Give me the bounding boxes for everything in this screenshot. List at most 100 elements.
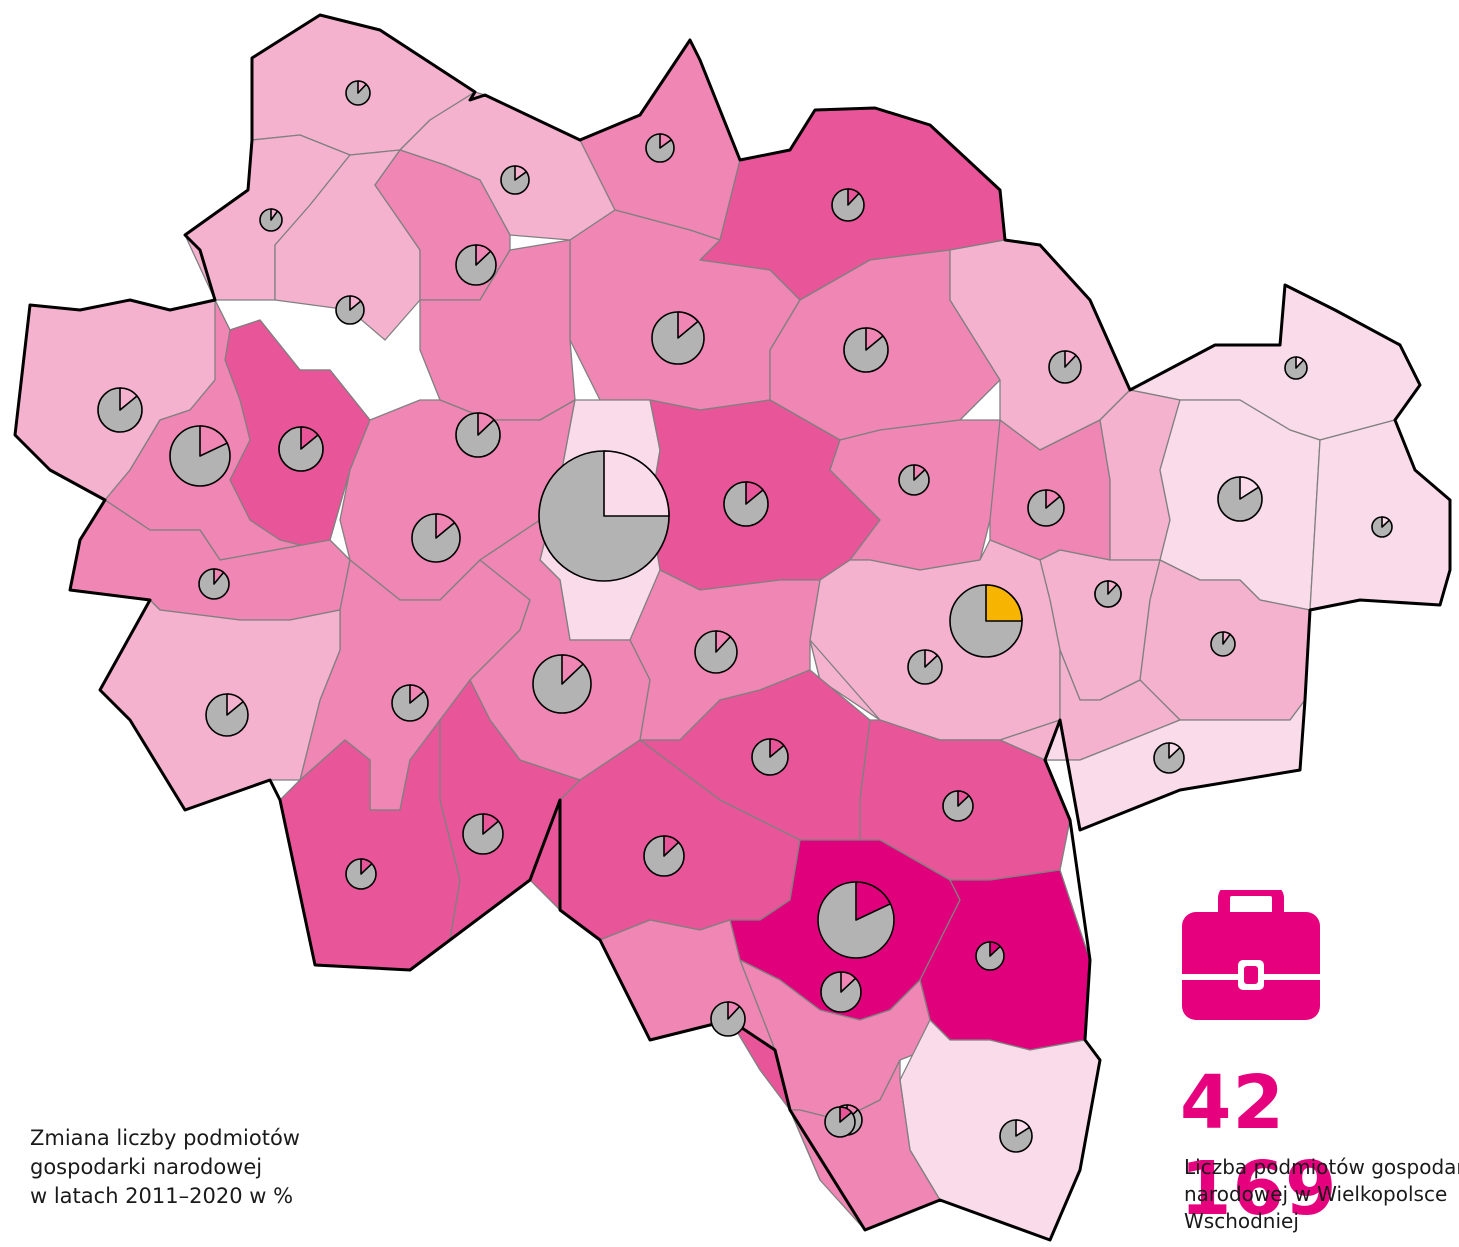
- pie-symbol-r17: [411, 513, 461, 563]
- pie-slice-r06: [119, 387, 138, 411]
- pie-slice-r09: [677, 311, 699, 339]
- pie-slice-r36: [855, 881, 892, 921]
- pie-slice-r13: [1295, 356, 1305, 369]
- pie-slice-r08: [847, 188, 860, 206]
- stat-label-line-3: Wschodniej: [1184, 1209, 1299, 1233]
- pie-symbol-r26: [391, 684, 429, 722]
- pie-slice-r35: [663, 835, 680, 857]
- pie-slice-r20: [913, 464, 926, 481]
- pie-symbol-r28: [949, 584, 1023, 658]
- pie-symbol-r01: [345, 80, 371, 106]
- pie-symbol-r31: [1153, 742, 1185, 774]
- pie-slice-r45: [226, 693, 244, 716]
- pie-slice-r17: [435, 513, 456, 539]
- map-outline: [13, 13, 1452, 1242]
- pie-symbol-r23: [1094, 580, 1122, 608]
- pie-slice-r24: [1239, 476, 1260, 500]
- pie-symbols: [97, 80, 1393, 1153]
- pie-symbol-r05: [645, 133, 675, 163]
- pie-symbol-r12: [1048, 350, 1082, 384]
- pie-symbol-r02: [259, 208, 283, 232]
- pie-slice-r02: [270, 208, 279, 221]
- pie-symbol-r35: [643, 835, 685, 877]
- stat-label-line-1: Liczba podmiotów gospodarki: [1184, 1155, 1459, 1179]
- pie-slice-r34: [957, 790, 970, 807]
- pie-symbol-r43: [710, 1001, 746, 1037]
- pie-slice-r01: [357, 80, 367, 94]
- pie-symbol-r06: [97, 387, 143, 433]
- pie-symbol-r15: [278, 426, 324, 472]
- pie-slice-r25: [1381, 516, 1391, 528]
- briefcase-icon: [1182, 890, 1320, 1020]
- pie-slice-r04: [514, 165, 528, 181]
- pie-slice-r12: [1064, 350, 1077, 368]
- pie-slice-r29: [1222, 631, 1231, 645]
- pie-symbol-r25: [1371, 516, 1393, 538]
- pie-slice-r38: [360, 858, 373, 875]
- pie-symbol-r32: [694, 630, 738, 674]
- legend-line-2: gospodarki narodowej: [30, 1155, 263, 1179]
- pie-slice-r05: [659, 133, 673, 149]
- pie-slice-r18: [603, 450, 670, 517]
- pie-slice-r16: [213, 568, 225, 585]
- pie-symbol-r07: [455, 244, 497, 286]
- pie-symbol-r44: [824, 1106, 856, 1138]
- stat-label: Liczba podmiotów gospodarki narodowej w …: [1184, 1154, 1459, 1235]
- stat-label-line-2: narodowej w Wielkopolsce: [1184, 1182, 1448, 1206]
- map-regions: [14, 14, 1451, 1241]
- stat-value: 42 169: [1180, 1060, 1338, 1232]
- pie-slice-r23: [1107, 580, 1118, 595]
- pie-symbol-r40: [820, 971, 862, 1013]
- pie-slice-r14: [199, 425, 228, 457]
- pie-symbol-r36: [817, 881, 895, 959]
- pie-symbol-r39: [462, 813, 504, 855]
- pie-symbol-r16: [198, 568, 230, 600]
- pie-symbol-r14: [169, 425, 231, 487]
- pie-symbol-r13: [1284, 356, 1308, 380]
- pie-symbol-r33: [751, 738, 789, 776]
- pie-symbol-r11: [455, 412, 501, 458]
- map-region-r41: [899, 1019, 1101, 1241]
- legend-line-1: Zmiana liczby podmiotów: [30, 1126, 300, 1150]
- pie-slice-r44: [839, 1106, 853, 1123]
- pie-slice-r21: [1045, 489, 1061, 509]
- pie-slice-r33: [769, 738, 785, 758]
- pie-symbol-r30: [907, 649, 943, 685]
- pie-slice-r19: [745, 481, 764, 505]
- pie-slice-r37: [989, 941, 1001, 957]
- pie-symbol-r19: [723, 481, 769, 527]
- pie-slice-r03: [349, 295, 362, 311]
- pie-slice-r26: [409, 684, 425, 704]
- pie-symbol-r38: [345, 858, 377, 890]
- pie-slice-r15: [300, 426, 319, 450]
- pie-symbol-r29: [1210, 631, 1236, 657]
- pie-symbol-r04: [500, 165, 530, 195]
- pie-symbol-r21: [1027, 489, 1065, 527]
- pie-slice-r31: [1168, 742, 1181, 759]
- pie-slice-r30: [924, 649, 939, 668]
- legend-caption: Zmiana liczby podmiotów gospodarki narod…: [30, 1124, 300, 1211]
- pie-slice-r27: [561, 654, 584, 685]
- pie-symbol-r08: [831, 188, 865, 222]
- pie-slice-r41: [1015, 1119, 1031, 1137]
- pie-slice-r07: [475, 244, 492, 266]
- pie-slice-r10: [865, 327, 884, 351]
- pie-symbol-r45: [205, 693, 249, 737]
- pie-slice-r43: [727, 1001, 741, 1020]
- pie-symbol-r41: [999, 1119, 1033, 1153]
- pie-slice-r39: [482, 813, 500, 835]
- pie-symbol-r09: [651, 311, 705, 365]
- map-region-r25: [1309, 419, 1451, 611]
- pie-symbol-r10: [843, 327, 889, 373]
- pie-symbol-r18: [538, 450, 670, 582]
- pie-slice-r40: [840, 971, 857, 993]
- pie-slice-r28: [985, 584, 1023, 622]
- pie-slice-r32: [715, 630, 732, 653]
- pie-symbol-r37: [975, 941, 1005, 971]
- pie-symbol-r20: [898, 464, 930, 496]
- pie-slice-r11: [477, 412, 495, 436]
- pie-symbol-r24: [1217, 476, 1263, 522]
- pie-symbol-r34: [942, 790, 974, 822]
- legend-line-3: w latach 2011–2020 w %: [30, 1184, 294, 1208]
